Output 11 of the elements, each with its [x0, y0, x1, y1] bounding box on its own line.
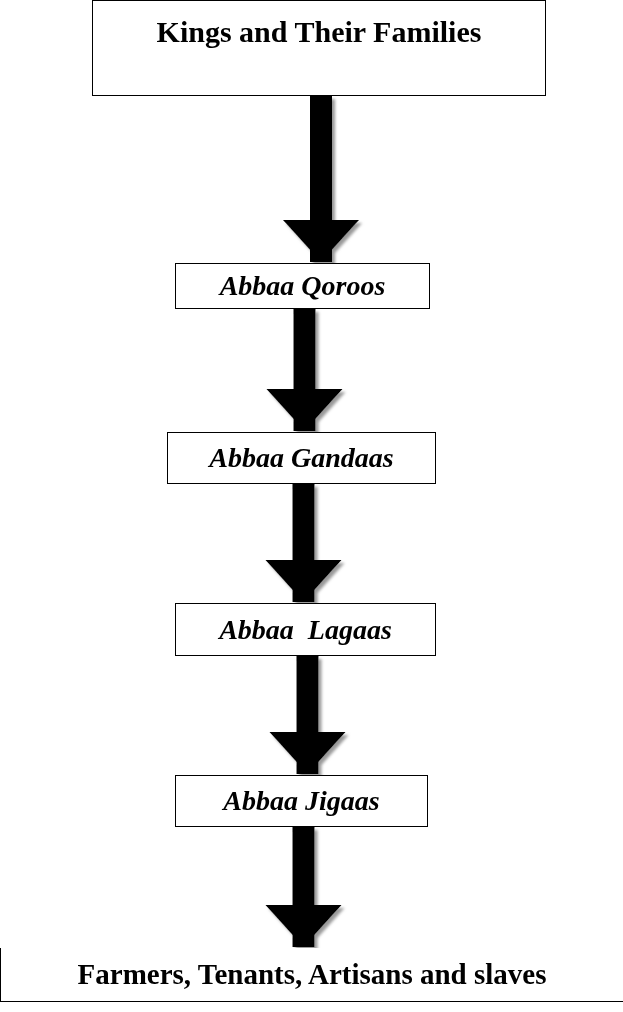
title-box: Kings and Their Families	[92, 0, 546, 96]
arrow	[283, 96, 359, 262]
label-box: Abbaa Jigaas	[175, 775, 428, 827]
label-box: Farmers, Tenants, Artisans and slaves	[0, 948, 623, 1002]
arrow	[265, 484, 342, 602]
label-box: Abbaa Lagaas	[175, 603, 436, 656]
label-box: Abbaa Qoroos	[175, 263, 430, 309]
arrow	[266, 309, 343, 431]
arrow	[265, 827, 342, 947]
arrow	[269, 656, 346, 774]
label-box: Abbaa Gandaas	[167, 432, 436, 484]
